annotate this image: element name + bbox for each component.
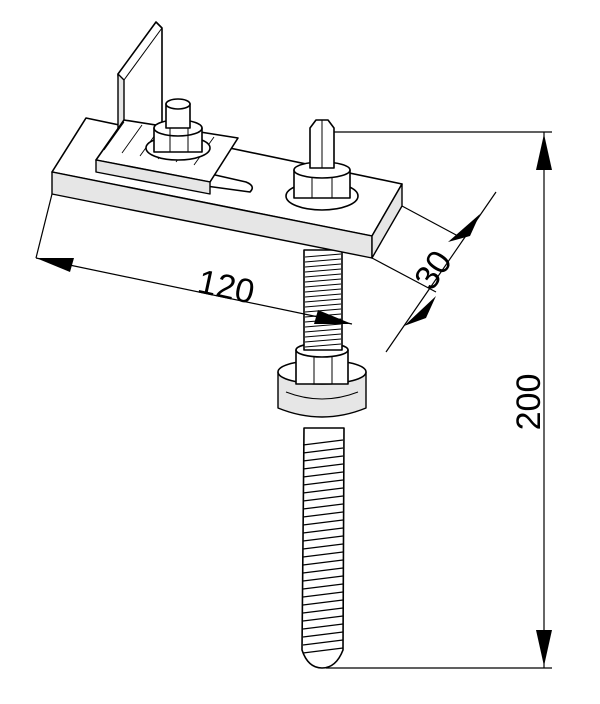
bracket-bolt xyxy=(145,98,211,161)
top-hex-nut xyxy=(285,161,359,211)
hanger-bolt xyxy=(277,249,367,669)
dimension-height-label: 200 xyxy=(510,374,548,431)
threaded-rod xyxy=(303,249,343,351)
dimension-length-label: 120 xyxy=(194,263,257,312)
dimension-width-label: 30 xyxy=(407,244,460,297)
dimension-height: 200 xyxy=(326,131,552,669)
rod-tip xyxy=(309,119,335,169)
wood-screw-shaft xyxy=(301,427,345,669)
